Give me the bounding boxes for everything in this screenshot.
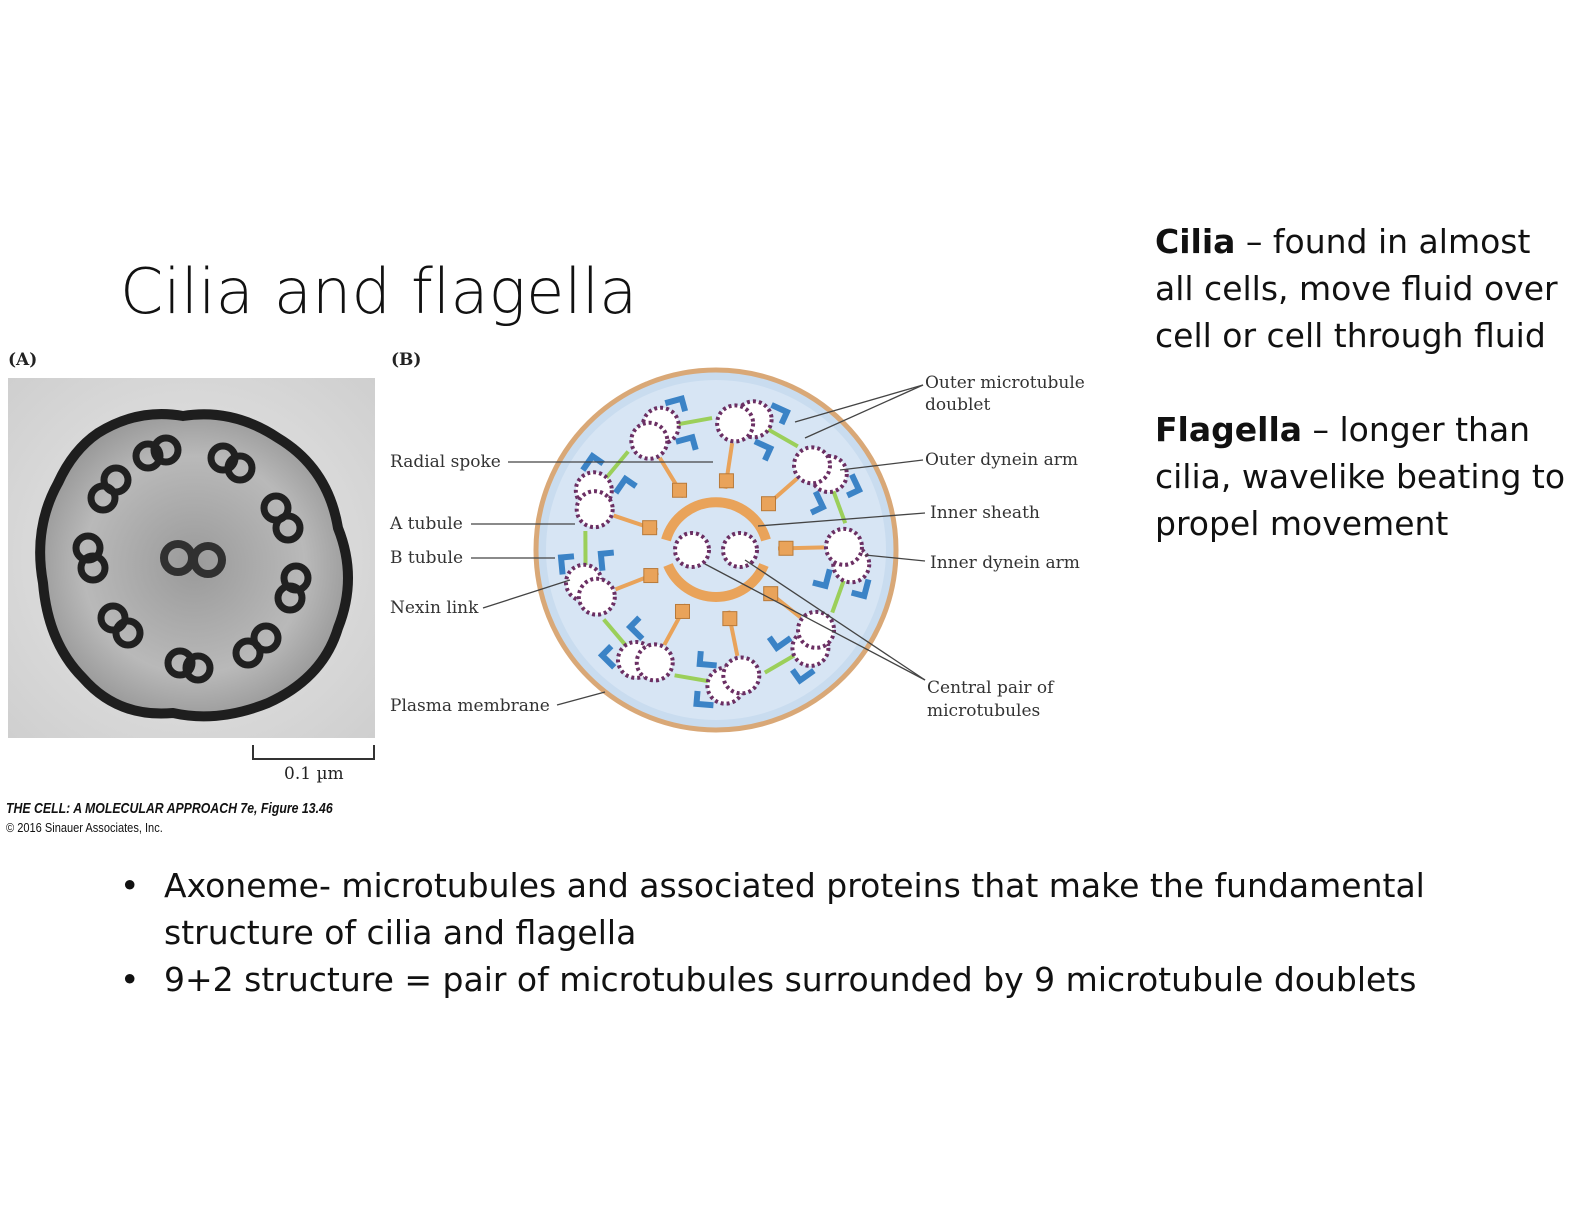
a-tubule <box>574 489 615 530</box>
slide-title: Cilia and flagella <box>120 255 638 328</box>
inner-dynein-arm <box>809 490 827 516</box>
a-tubule <box>634 642 675 683</box>
central-microtubule <box>673 531 711 569</box>
outer-dynein-arm <box>664 394 689 413</box>
label-central-pair-2: microtubules <box>927 701 1040 721</box>
cilia-definition: Cilia – found in almost all cells, move … <box>1155 218 1575 359</box>
outer-dynein-arm <box>770 402 791 426</box>
spoke-head <box>718 473 734 489</box>
inner-dynein-arm <box>696 650 717 669</box>
outer-dynein-arm <box>580 451 605 472</box>
bullet-list: • Axoneme- microtubules and associated pr… <box>120 862 1440 1003</box>
bullet-dot: • <box>120 866 140 905</box>
spoke-head <box>722 611 738 627</box>
nexin-link <box>829 485 848 524</box>
a-tubule <box>823 526 864 567</box>
label-plasma-membrane: Plasma membrane <box>390 696 550 716</box>
micrograph-doublets <box>72 434 312 684</box>
inner-dynein-arm <box>766 635 793 653</box>
cilia-term: Cilia <box>1155 222 1236 261</box>
micrograph-central-pair <box>160 540 226 578</box>
inner-dynein-arm <box>613 474 638 495</box>
central-pair <box>673 531 759 569</box>
credit-line-2: © 2016 Sinauer Associates, Inc. <box>6 820 163 835</box>
spoke-head <box>672 482 688 498</box>
spoke-head <box>642 520 658 536</box>
spoke-head <box>778 540 794 556</box>
label-inner-sheath: Inner sheath <box>930 503 1040 523</box>
outer-dynein-arm <box>790 668 816 685</box>
cilia-text: – found in almost all cells, move fluid … <box>1155 222 1558 355</box>
a-tubule <box>792 445 833 486</box>
definitions: Cilia – found in almost all cells, move … <box>1155 218 1575 594</box>
flagella-definition: Flagella – longer than cilia, wavelike b… <box>1155 406 1575 547</box>
electron-micrograph <box>8 378 375 738</box>
a-tubule <box>715 403 756 444</box>
scale-bar <box>252 745 375 760</box>
label-radial-spoke: Radial spoke <box>390 452 501 472</box>
a-tubule <box>796 609 837 650</box>
inner-dynein-arm <box>812 568 833 590</box>
bullet-item: • Axoneme- microtubules and associated pr… <box>120 862 1440 956</box>
a-tubule <box>721 655 762 696</box>
inner-dynein-arm <box>753 438 775 462</box>
nexin-link <box>762 425 799 449</box>
bullet-text: Axoneme- microtubules and associated pro… <box>164 866 1425 952</box>
spoke-head <box>761 496 777 512</box>
a-tubule <box>576 576 617 617</box>
bullet-dot: • <box>120 960 140 999</box>
bullet-item: • 9+2 structure = pair of microtubules su… <box>120 956 1440 1003</box>
outer-dynein-arm <box>850 578 872 600</box>
inner-sheath-bottom <box>663 562 769 602</box>
label-outer-doublet-2: doublet <box>925 395 990 415</box>
panel-a-label: (A) <box>8 350 38 370</box>
label-nexin-link: Nexin link <box>390 598 479 618</box>
inner-dynein-arm <box>597 549 615 571</box>
axoneme-cross-section <box>533 367 899 733</box>
nexin-link <box>830 574 848 614</box>
scale-label: 0.1 µm <box>284 764 344 784</box>
label-outer-doublet: Outer microtubule <box>925 373 1085 393</box>
flagella-term: Flagella <box>1155 410 1303 449</box>
panel-b-label: (B) <box>391 350 422 370</box>
central-microtubule <box>721 531 759 569</box>
outer-dynein-arm <box>693 690 714 709</box>
inner-dynein-arm <box>675 433 699 451</box>
bullet-text: 9+2 structure = pair of microtubules sur… <box>164 960 1417 999</box>
outer-dynein-arm <box>846 473 864 499</box>
leader-lines <box>471 384 926 706</box>
spoke-head <box>674 603 690 619</box>
credit-line-1: THE CELL: A MOLECULAR APPROACH 7e, Figur… <box>6 800 333 817</box>
outer-dynein-arm <box>597 644 617 670</box>
axoneme-diagram: Outer microtubule doublet Outer dynein a… <box>389 367 1085 733</box>
a-tubule <box>629 420 670 461</box>
inner-dynein-arm <box>625 615 645 641</box>
label-a-tubule: A tubule <box>389 514 463 534</box>
outer-dynein-arm <box>557 553 575 575</box>
spoke-head <box>643 568 659 584</box>
figure-credit: THE CELL: A MOLECULAR APPROACH 7e, Figur… <box>6 799 404 837</box>
label-b-tubule: B tubule <box>390 548 463 568</box>
label-outer-dynein: Outer dynein arm <box>925 450 1078 470</box>
flagella-text: – longer than cilia, wavelike beating to… <box>1155 410 1566 543</box>
label-inner-dynein: Inner dynein arm <box>930 553 1080 573</box>
label-central-pair: Central pair of <box>927 678 1055 698</box>
inner-sheath-top <box>661 497 771 542</box>
microtubule-doublets <box>557 394 872 709</box>
